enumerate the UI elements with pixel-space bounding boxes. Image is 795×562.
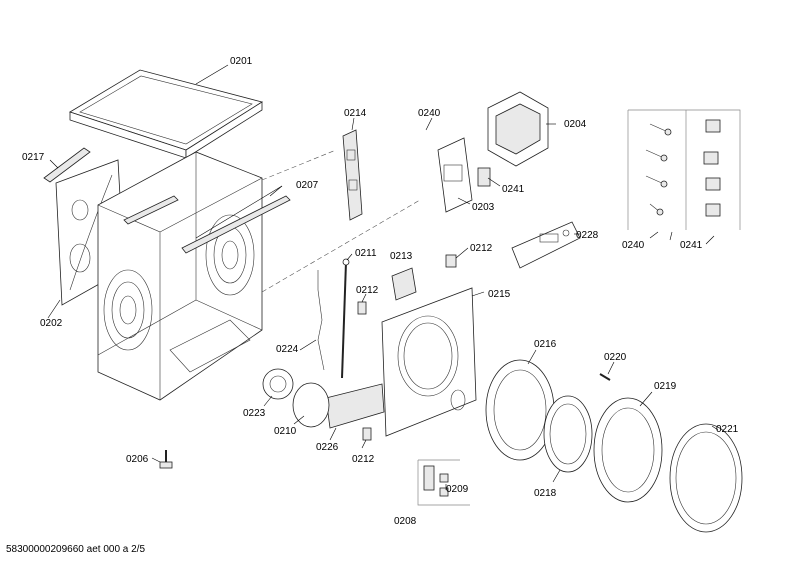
label-0202: 0202: [40, 318, 63, 329]
rail-part: [342, 129, 363, 221]
screw-part: [599, 373, 611, 381]
label-0217: 0217: [22, 152, 45, 163]
label-0212-top: 0212: [470, 243, 493, 254]
assembly-lines: [261, 149, 421, 293]
label-0206: 0206: [126, 454, 149, 465]
label-0216: 0216: [534, 339, 557, 350]
label-0210: 0210: [274, 426, 297, 437]
door-ring-part: [485, 359, 555, 461]
door-glass-part: [543, 395, 593, 473]
label-0211: 0211: [355, 248, 377, 259]
front-panel-part: [381, 287, 477, 437]
pump-part: [262, 368, 294, 400]
label-0218: 0218: [534, 488, 557, 499]
label-0208: 0208: [394, 516, 417, 527]
disc-part: [292, 382, 330, 428]
plinth-part: [325, 383, 385, 429]
label-0212-mid: 0212: [356, 285, 379, 296]
label-0214: 0214: [344, 108, 367, 119]
label-0215: 0215: [488, 289, 511, 300]
holder-part: [437, 137, 473, 213]
parts-box-0240: [627, 109, 686, 230]
rod-part: [341, 258, 350, 379]
label-0203: 0203: [472, 202, 495, 213]
bracket-part: [43, 147, 91, 183]
foot-part: [159, 450, 173, 469]
label-0213: 0213: [390, 251, 413, 262]
cabinet-frame-part: [97, 151, 263, 401]
label-0220: 0220: [604, 352, 627, 363]
connector-part: [477, 167, 491, 187]
label-0201: 0201: [230, 56, 253, 67]
parts-box-0241: [685, 109, 741, 230]
leader-lines: [47, 64, 719, 490]
label-0219: 0219: [654, 381, 677, 392]
label-0241-mid: 0241: [502, 184, 525, 195]
clip-part: [357, 254, 457, 441]
outer-ring-part: [669, 423, 743, 533]
label-0224: 0224: [276, 344, 299, 355]
label-0207: 0207: [296, 180, 319, 191]
cross-brace-part: [123, 195, 291, 254]
label-0226: 0226: [316, 442, 339, 453]
control-panel-part: [511, 221, 581, 269]
footer-code: 58300000209660 aet 000 a 2/5: [6, 544, 145, 555]
hinge-part: [417, 459, 470, 506]
control-module-part: [487, 91, 549, 167]
label-0212-bottom: 0212: [352, 454, 375, 465]
cable-part: [317, 270, 325, 371]
label-0221: 0221: [716, 424, 739, 435]
top-cover-part: [69, 69, 263, 159]
part-labels: 0201 0217 0202 0207 0214 0240 0204 0241 …: [22, 56, 739, 527]
door-frame-part: [593, 397, 663, 503]
label-0241-box: 0241: [680, 240, 703, 251]
label-0240-top: 0240: [418, 108, 441, 119]
label-0223: 0223: [243, 408, 266, 419]
label-0228: 0228: [576, 230, 599, 241]
label-0209: 0209: [446, 484, 469, 495]
label-0204: 0204: [564, 119, 587, 130]
label-0240-box: 0240: [622, 240, 645, 251]
board-part: [391, 267, 417, 301]
